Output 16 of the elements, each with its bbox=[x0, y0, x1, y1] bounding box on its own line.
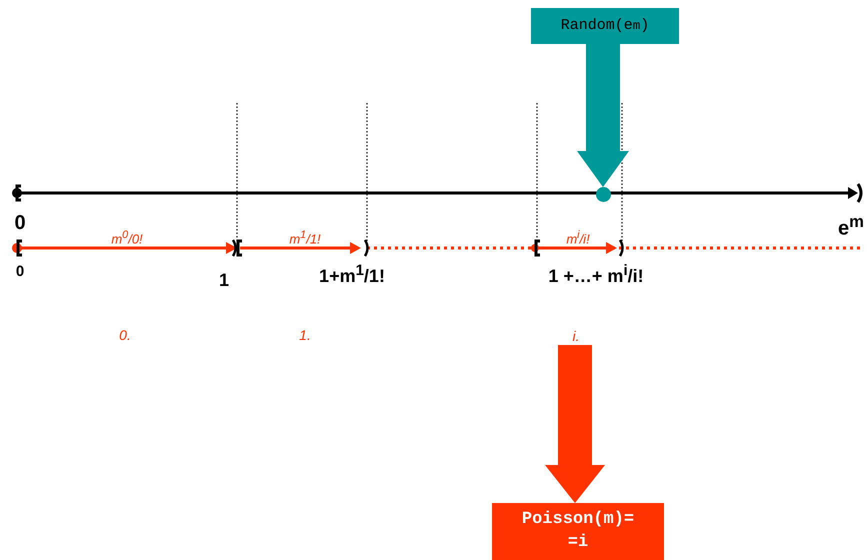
point-marker bbox=[596, 187, 611, 202]
bound-label: 1 +…+ m$^{i}$/i! bbox=[548, 262, 644, 287]
result-box: Poisson(m)= =i bbox=[492, 503, 664, 560]
bound-label: 1 bbox=[219, 270, 229, 291]
interval-length-label: m$^{i}$/i! bbox=[566, 229, 590, 246]
interval-length-label: m$^{1}$/1! bbox=[289, 229, 321, 246]
axis-label: 0 bbox=[14, 212, 26, 235]
interval-index: 1. bbox=[299, 327, 311, 343]
axis-label: e$^{m}$ bbox=[838, 212, 864, 241]
interval-index: 0. bbox=[119, 327, 131, 343]
interval-index: i. bbox=[568, 327, 584, 345]
bound-label: 0 bbox=[16, 263, 24, 280]
interval-length-label: m$^{0}$/0! bbox=[111, 229, 143, 246]
arrow bbox=[545, 345, 605, 503]
bound-label: 1+m$^{1}$/1! bbox=[319, 262, 385, 287]
arrow bbox=[577, 44, 629, 187]
